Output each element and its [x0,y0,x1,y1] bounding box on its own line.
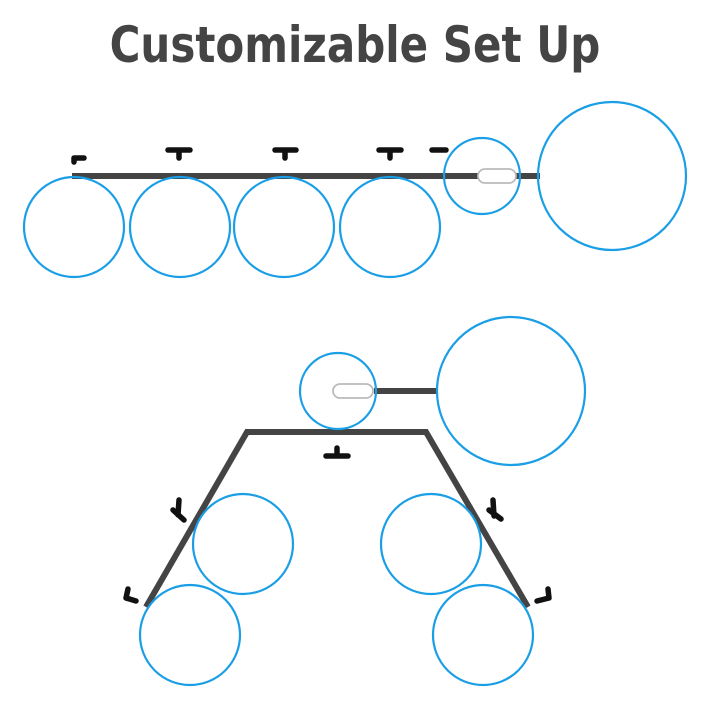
bracket-mark-right-lower [534,586,552,604]
handle-pill-icon [477,168,517,184]
bracket-mark-end-left [71,155,87,165]
bracket-mark-2 [272,147,299,161]
seat-circle-left-lower [138,583,242,687]
page-title: Customizable Set Up [109,16,601,74]
seat-circle-1 [22,175,126,279]
angled-setup [123,315,587,687]
straight-setup [22,100,688,279]
bracket-mark-3 [376,147,404,161]
bracket-mark-right-upper [486,497,504,522]
seat-circle-2 [128,175,232,279]
bracket-mark-1 [165,147,193,161]
bracket-mark-left-upper [170,497,187,523]
seat-circle-3 [232,175,336,279]
small-seat-circle-bottom [298,351,378,431]
seat-circle-4 [338,175,442,279]
seat-circle-right-upper [379,492,483,596]
angled-frame-bar [143,429,531,609]
bracket-mark-center [323,445,351,459]
handle-pill-icon-bottom [332,383,374,399]
seat-circle-right-lower [431,583,535,687]
large-seat-circle [536,100,688,252]
large-seat-circle-bottom [435,315,587,467]
small-seat-circle [442,136,522,216]
seat-circle-left-upper [191,492,295,596]
bracket-mark-left-lower [123,586,139,604]
